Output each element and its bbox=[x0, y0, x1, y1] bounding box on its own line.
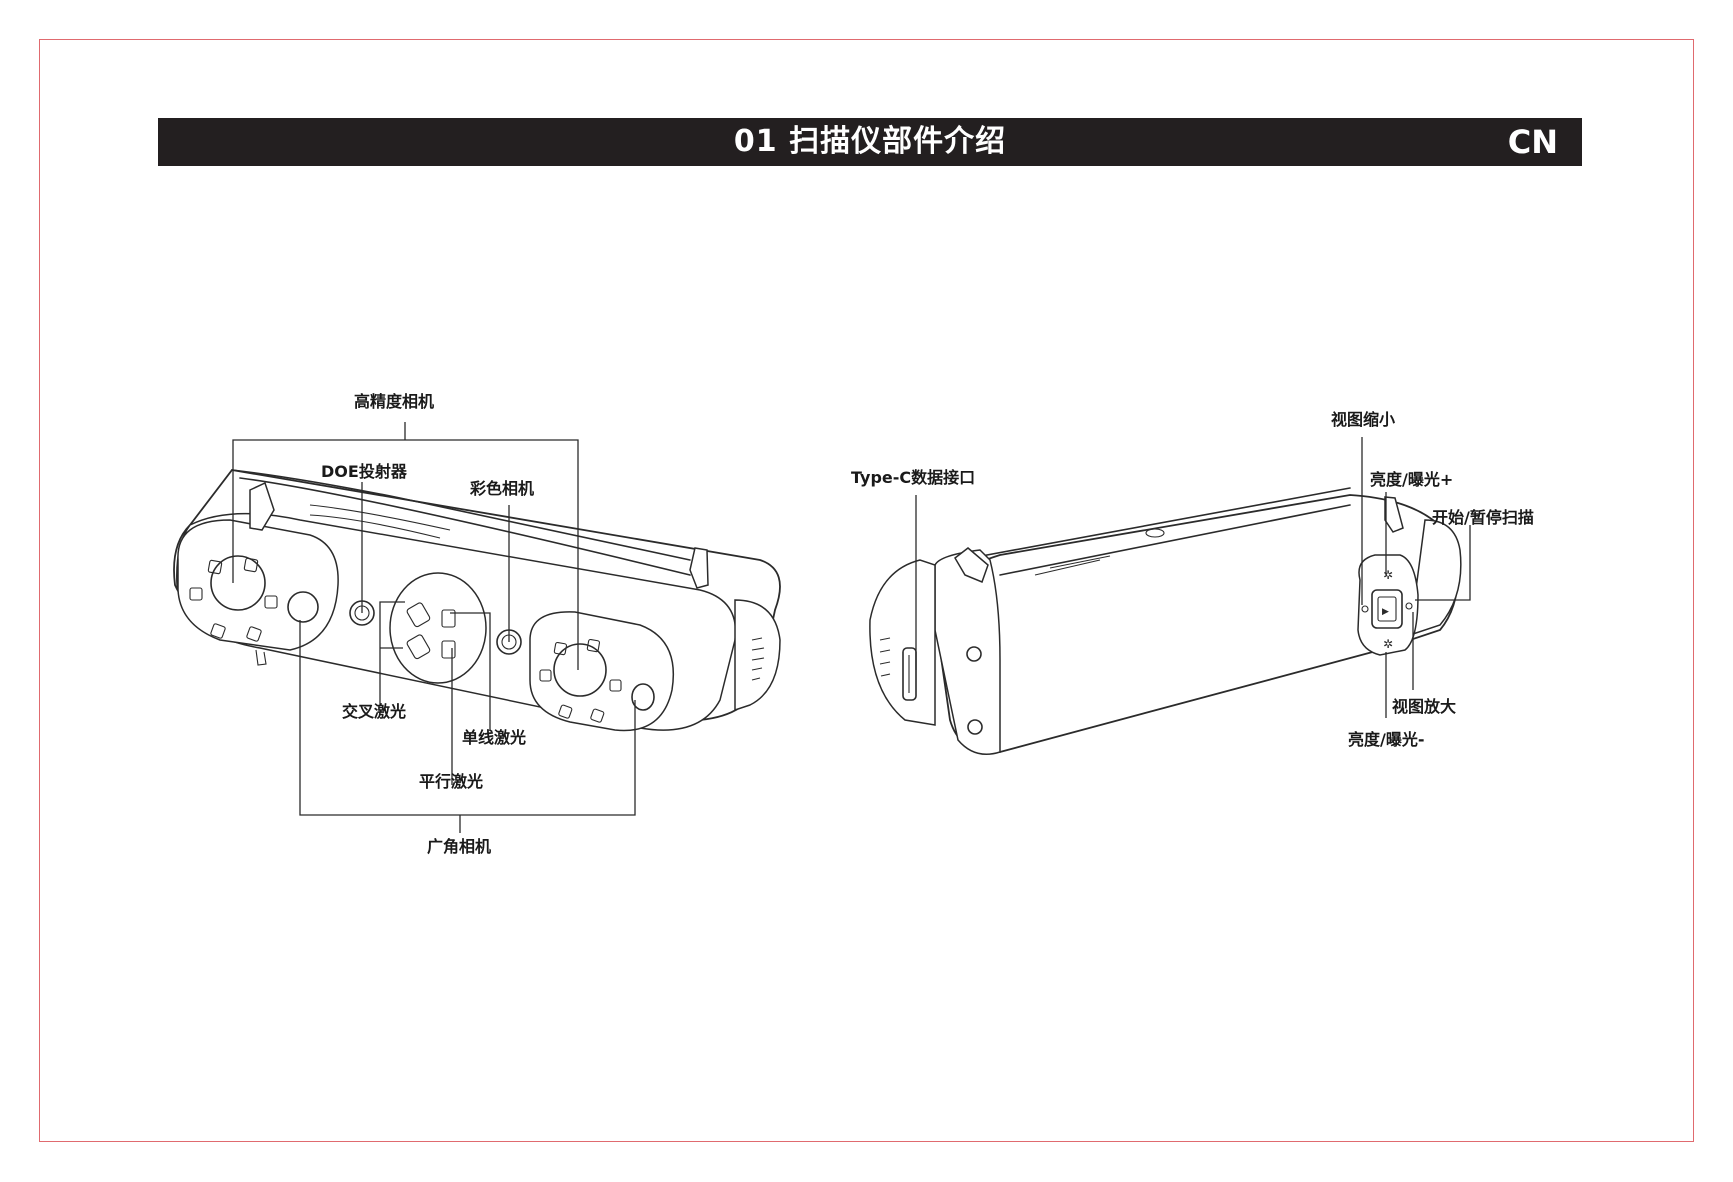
front-view-scanner bbox=[173, 469, 781, 732]
label-wide-camera: 广角相机 bbox=[427, 837, 492, 856]
svg-text:▶: ▶ bbox=[1382, 607, 1389, 617]
label-single-laser: 单线激光 bbox=[462, 728, 527, 747]
label-start-pause-scan: 开始/暂停扫描 bbox=[1432, 508, 1534, 527]
section-header: 01 扫描仪部件介绍 CN bbox=[158, 118, 1582, 166]
back-view-scanner: ▶ ✲ ✲ bbox=[869, 487, 1462, 755]
front-leader-lines bbox=[232, 422, 636, 833]
language-code: CN bbox=[1507, 123, 1558, 161]
svg-text:✲: ✲ bbox=[1383, 568, 1393, 582]
back-leader-lines bbox=[915, 437, 1471, 718]
page-border bbox=[39, 39, 1694, 1142]
label-parallel-laser: 平行激光 bbox=[419, 772, 484, 791]
label-doe-projector: DOE投射器 bbox=[321, 462, 407, 481]
label-cross-laser: 交叉激光 bbox=[342, 702, 407, 721]
label-color-camera: 彩色相机 bbox=[470, 479, 535, 498]
label-hd-camera: 高精度相机 bbox=[354, 392, 435, 411]
section-title: 01 扫描仪部件介绍 bbox=[733, 124, 1007, 159]
label-view-zoom-out: 视图缩小 bbox=[1331, 410, 1396, 429]
label-brightness-plus: 亮度/曝光+ bbox=[1370, 470, 1454, 489]
label-view-zoom-in: 视图放大 bbox=[1392, 697, 1457, 716]
svg-text:✲: ✲ bbox=[1383, 637, 1393, 651]
label-type-c-port: Type-C数据接口 bbox=[851, 468, 976, 487]
label-brightness-minus: 亮度/曝光- bbox=[1348, 730, 1425, 749]
